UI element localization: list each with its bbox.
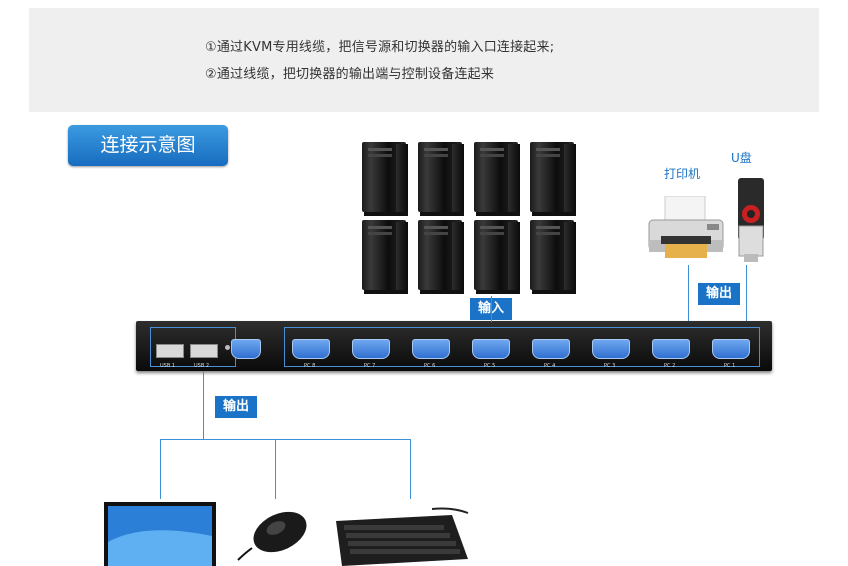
instruction-line-2: ②通过线缆，把切换器的输出端与控制设备连起来 [205, 67, 495, 82]
printer-label: 打印机 [664, 167, 701, 181]
output-top-label: 输出 [698, 283, 740, 305]
kvm-switch: USB 1 USB 2 PC 8 PC 7 PC 6 PC 5 PC 4 PC … [136, 321, 772, 371]
keyboard-icon [336, 507, 469, 566]
vga-input-port [292, 339, 330, 359]
usb-cable [746, 265, 747, 321]
keyboard-cable [410, 439, 411, 499]
usb-port-1 [156, 344, 184, 358]
port-label: PC 4 [544, 363, 556, 369]
mouse-cable [275, 439, 276, 499]
output-cable-trunk [203, 371, 204, 439]
vga-input-port [412, 339, 450, 359]
usb-port-2 [190, 344, 218, 358]
port-label: PC 2 [664, 363, 676, 369]
mouse-icon [237, 511, 307, 561]
computer-tower-icon [418, 220, 466, 294]
output-bottom-label: 输出 [215, 396, 257, 418]
computer-tower-icon [418, 142, 466, 216]
vga-output-port [231, 339, 261, 359]
usb-drive-icon [738, 178, 764, 262]
port-label: PC 1 [724, 363, 736, 369]
port-label: PC 6 [424, 363, 436, 369]
port-label: PC 8 [304, 363, 316, 369]
printer-icon [648, 196, 724, 258]
connection-diagram-title: 连接示意图 [68, 125, 228, 166]
port-label: PC 3 [604, 363, 616, 369]
screw-icon [225, 345, 230, 350]
computer-tower-icon [530, 142, 578, 216]
computer-tower-icon [474, 142, 522, 216]
vga-input-port [532, 339, 570, 359]
computer-tower-icon [530, 220, 578, 294]
instruction-line-1: ①通过KVM专用线缆，把信号源和切换器的输入口连接起来; [205, 40, 555, 55]
vga-input-port [472, 339, 510, 359]
computer-tower-icon [362, 220, 410, 294]
monitor-icon [104, 502, 216, 566]
port-label: PC 5 [484, 363, 496, 369]
port-label: USB 1 [160, 363, 176, 369]
port-label: PC 7 [364, 363, 376, 369]
computer-tower-icon [474, 220, 522, 294]
computer-tower-icon [362, 142, 410, 216]
usb-drive-label: U盘 [731, 151, 752, 165]
input-port-frame [284, 327, 760, 367]
monitor-cable [160, 439, 161, 499]
vga-input-port [652, 339, 690, 359]
vga-input-port [352, 339, 390, 359]
port-label: USB 2 [194, 363, 210, 369]
printer-cable [688, 265, 689, 321]
vga-input-port [712, 339, 750, 359]
instruction-panel: ①通过KVM专用线缆，把信号源和切换器的输入口连接起来; ②通过线缆，把切换器的… [29, 8, 819, 112]
input-cable [491, 296, 492, 322]
vga-input-port [592, 339, 630, 359]
output-cable-branch [160, 439, 410, 440]
